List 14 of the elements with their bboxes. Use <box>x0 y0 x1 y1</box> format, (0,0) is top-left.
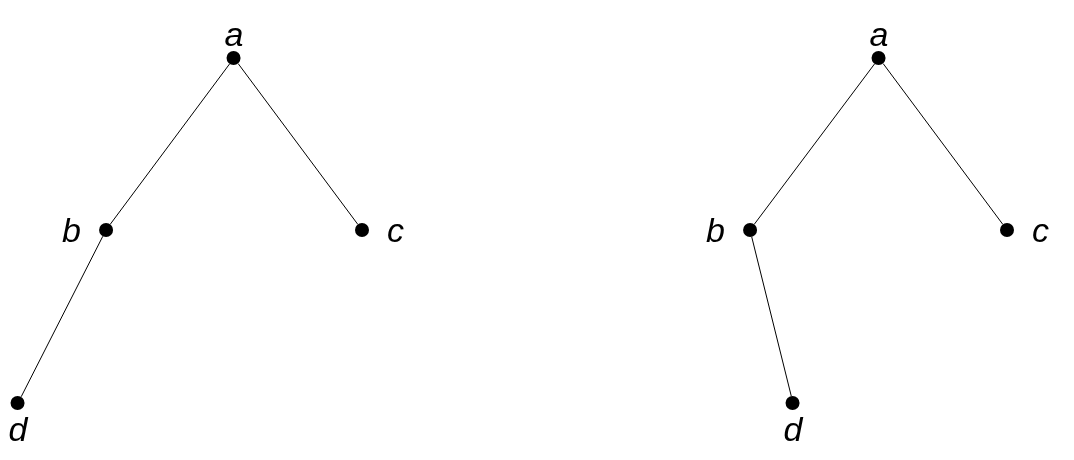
node-label: c <box>387 215 404 245</box>
node-label: c <box>1032 215 1049 245</box>
node-label: d <box>783 414 803 444</box>
connector-line <box>882 63 1004 225</box>
connector-line <box>237 63 359 225</box>
connector-line <box>109 63 231 225</box>
node-label: a <box>869 19 889 49</box>
node-label: b <box>62 215 81 245</box>
node-label: b <box>706 215 725 245</box>
connector-line <box>20 235 104 398</box>
node-label: a <box>224 19 244 49</box>
node-label: d <box>8 414 28 444</box>
connector-line <box>751 236 792 397</box>
connector-line <box>753 63 876 225</box>
